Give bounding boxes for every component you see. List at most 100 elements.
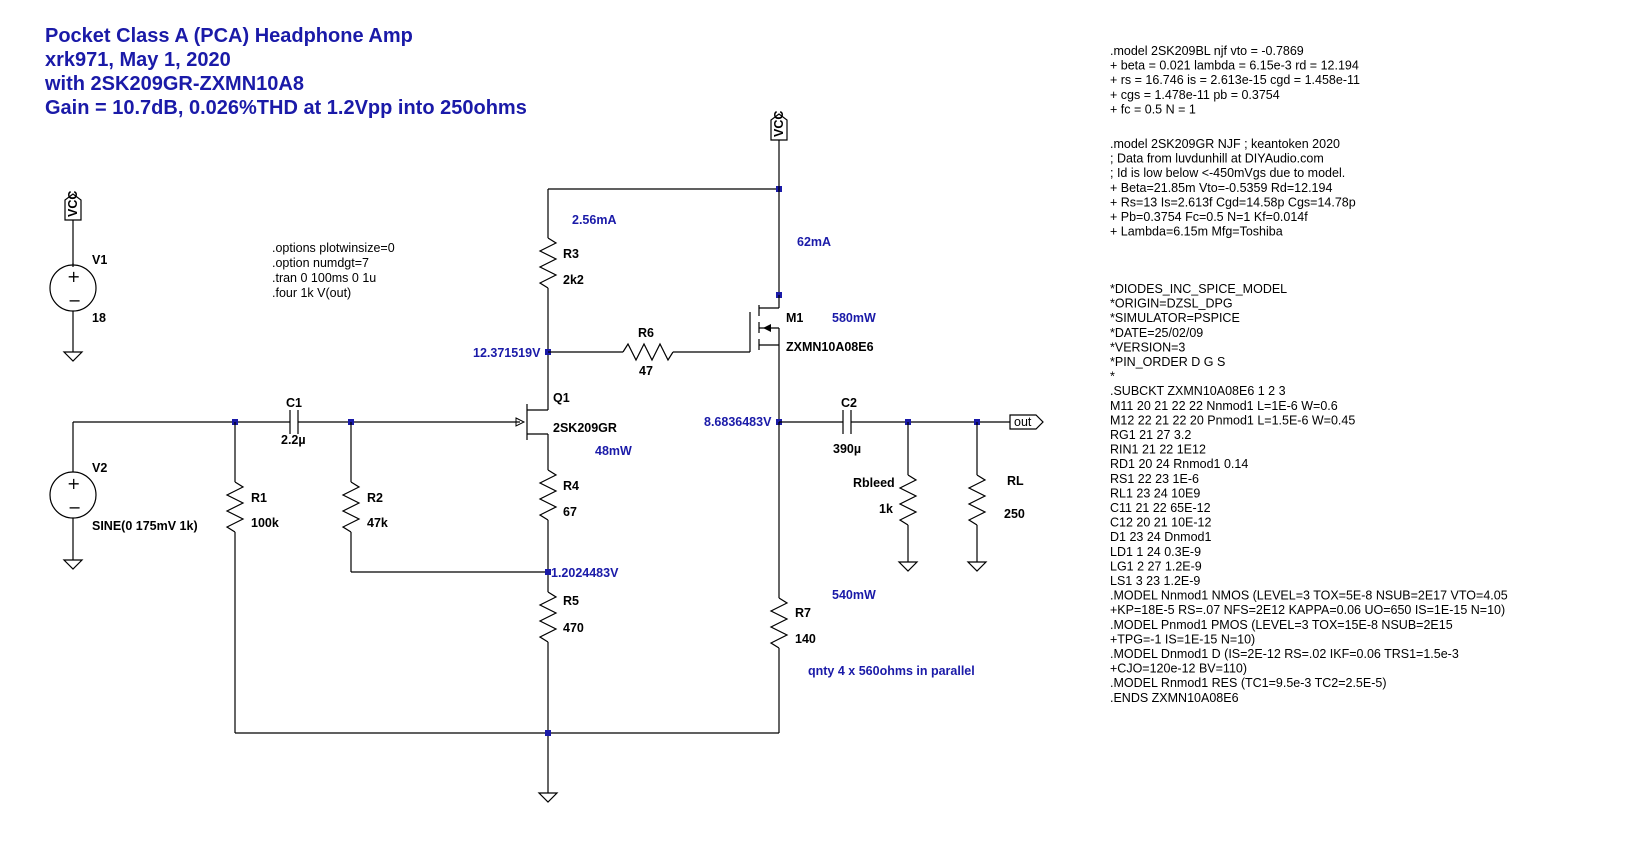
model-line: RG1 21 27 3.2 <box>1110 428 1191 442</box>
ground-icon <box>966 561 988 572</box>
model-line: RIN1 21 22 1E12 <box>1110 443 1206 457</box>
m1-mosfet <box>749 292 782 422</box>
c2-value: 390µ <box>833 442 861 456</box>
rbleed-value: 1k <box>879 502 893 516</box>
model-block-2sk209gr: .model 2SK209GR NJF ; keantoken 2020; Da… <box>1110 137 1356 239</box>
model-line: *VERSION=3 <box>1110 340 1185 354</box>
model-line: M12 22 21 22 20 Pnmod1 L=1.5E-6 W=0.45 <box>1110 413 1355 427</box>
r6-name: R6 <box>638 326 654 340</box>
q1-model: 2SK209GR <box>553 421 617 435</box>
directive-line: .four 1k V(out) <box>272 286 351 300</box>
r1-value: 100k <box>251 516 279 530</box>
r7-name: R7 <box>795 606 811 620</box>
model-line: .model 2SK209BL njf vto = -0.7869 <box>1110 44 1304 58</box>
model-line: *PIN_ORDER D G S <box>1110 355 1225 369</box>
source-voltage: 8.6836483V <box>704 415 772 429</box>
vcc-label: VCC <box>772 111 786 137</box>
model-line: + Beta=21.85m Vto=-0.5359 Rd=12.194 <box>1110 181 1332 195</box>
title-line-3: with 2SK209GR-ZXMN10A8 <box>44 73 304 95</box>
v1-value: 18 <box>92 311 106 325</box>
r1-name: R1 <box>251 491 267 505</box>
v2-value: SINE(0 175mV 1k) <box>92 519 198 533</box>
q1-jfet <box>526 392 549 470</box>
r2-name: R2 <box>367 491 383 505</box>
model-line: .MODEL Rnmod1 RES (TC1=9.5e-3 TC2=2.5E-5… <box>1110 676 1387 690</box>
title-line-4: Gain = 10.7dB, 0.026%THD at 1.2Vpp into … <box>45 97 527 119</box>
svg-text:+: + <box>67 267 80 286</box>
c1-name: C1 <box>286 396 302 410</box>
r5-name: R5 <box>563 594 579 608</box>
c2-name: C2 <box>841 396 857 410</box>
model-line: RS1 22 23 1E-6 <box>1110 472 1199 486</box>
model-line: + fc = 0.5 N = 1 <box>1110 102 1196 116</box>
q1-power: 48mW <box>595 444 632 458</box>
model-line: LS1 3 23 1.2E-9 <box>1110 574 1200 588</box>
model-line: * <box>1110 370 1115 384</box>
model-line: LG1 2 27 1.2E-9 <box>1110 559 1202 573</box>
model-line: .MODEL Pnmod1 PMOS (LEVEL=3 TOX=15E-8 NS… <box>1110 618 1453 632</box>
model-line: *DATE=25/02/09 <box>1110 326 1203 340</box>
directive-line: .options plotwinsize=0 <box>272 241 395 255</box>
m1-vcc-flag: VCC <box>770 111 788 141</box>
m1-power: 580mW <box>832 311 876 325</box>
model-line: LD1 1 24 0.3E-9 <box>1110 545 1201 559</box>
model-line: ; Data from luvdunhill at DIYAudio.com <box>1110 152 1324 166</box>
m1-current: 62mA <box>797 235 831 249</box>
ground-icon <box>897 561 919 572</box>
m1-model: ZXMN10A08E6 <box>786 340 874 354</box>
model-line: + rs = 16.746 is = 2.613e-15 cgd = 1.458… <box>1110 73 1360 87</box>
model-line: .model 2SK209GR NJF ; keantoken 2020 <box>1110 137 1340 151</box>
out-net-label: out <box>1009 414 1044 430</box>
r6-resistor <box>622 342 674 362</box>
ground-icon <box>62 559 84 570</box>
ground-icon <box>62 351 84 362</box>
rl-resistor <box>967 474 987 526</box>
model-line: + Lambda=6.15m Mfg=Toshiba <box>1110 225 1283 239</box>
ground-icon <box>537 792 559 803</box>
c1-value: 2.2µ <box>281 433 306 447</box>
v1-vcc-flag: VCC <box>64 191 82 221</box>
q1-name: Q1 <box>553 391 570 405</box>
r5-node-voltage: 1.2024483V <box>551 566 619 580</box>
r6-value: 47 <box>639 364 653 378</box>
title-line-2: xrk971, May 1, 2020 <box>45 49 231 71</box>
model-line: .ENDS ZXMN10A08E6 <box>1110 691 1239 705</box>
r7-power: 540mW <box>832 588 876 602</box>
r7-value: 140 <box>795 632 816 646</box>
r7-resistor <box>769 597 789 649</box>
model-line: C11 21 22 65E-12 <box>1110 501 1211 515</box>
r2-value: 47k <box>367 516 388 530</box>
spice-directives: .options plotwinsize=0 .option numdgt=7 … <box>272 241 395 300</box>
model-line: + Rs=13 Is=2.613f Cgd=14.58p Cgs=14.78p <box>1110 195 1356 209</box>
model-line: +TPG=-1 IS=1E-15 N=10) <box>1110 632 1255 646</box>
r2-resistor <box>341 481 361 533</box>
model-line: *DIODES_INC_SPICE_MODEL <box>1110 282 1287 296</box>
directive-line: .option numdgt=7 <box>272 256 369 270</box>
c2-capacitor <box>842 410 852 434</box>
r3-value: 2k2 <box>563 273 584 287</box>
model-line: ; Id is low below <-450mVgs due to model… <box>1110 166 1345 180</box>
m1-name: M1 <box>786 311 803 325</box>
r3-resistor <box>538 237 558 289</box>
r4-name: R4 <box>563 479 579 493</box>
r4-resistor <box>538 469 558 521</box>
gate-voltage: 12.371519V <box>473 346 541 360</box>
rl-name: RL <box>1007 474 1024 488</box>
model-line: .MODEL Nnmod1 NMOS (LEVEL=3 TOX=5E-8 NSU… <box>1110 589 1508 603</box>
v1-voltage-source: + − <box>49 263 97 312</box>
model-line: RL1 23 24 10E9 <box>1110 486 1200 500</box>
model-block-2sk209bl: .model 2SK209BL njf vto = -0.7869+ beta … <box>1110 44 1360 116</box>
model-line: D1 23 24 Dnmod1 <box>1110 530 1212 544</box>
svg-text:−: − <box>68 498 81 517</box>
r1-resistor <box>225 481 245 533</box>
rbleed-resistor <box>898 474 918 526</box>
r3-current: 2.56mA <box>572 213 616 227</box>
r5-resistor <box>538 591 558 643</box>
model-line: RD1 20 24 Rnmod1 0.14 <box>1110 457 1248 471</box>
model-line: + cgs = 1.478e-11 pb = 0.3754 <box>1110 88 1280 102</box>
title-line-1: Pocket Class A (PCA) Headphone Amp <box>45 25 413 47</box>
r5-value: 470 <box>563 621 584 635</box>
model-line: + beta = 0.021 lambda = 6.15e-3 rd = 12.… <box>1110 59 1359 73</box>
out-label: out <box>1014 415 1032 429</box>
model-line: *ORIGIN=DZSL_DPG <box>1110 297 1233 311</box>
